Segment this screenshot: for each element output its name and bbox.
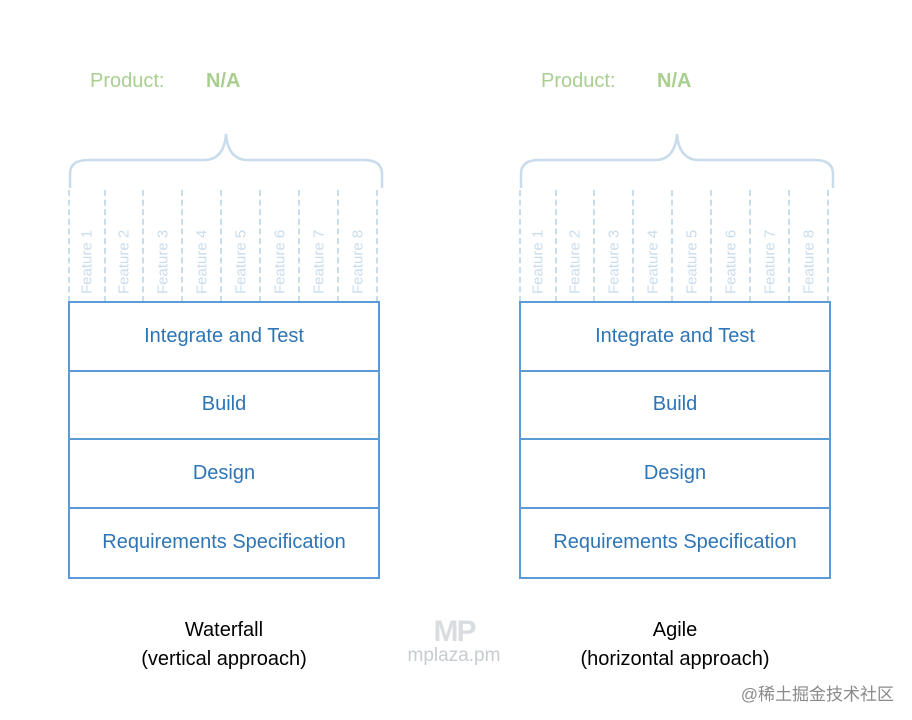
- feature-label: Feature 8: [349, 229, 367, 294]
- logo-mark: MP: [433, 615, 477, 648]
- feature-label: Feature 7: [761, 229, 779, 294]
- caption-title: Agile: [652, 619, 698, 641]
- feature-column: Feature 2: [106, 190, 144, 302]
- stage-integrate-and-test: Integrate and Test: [521, 303, 829, 372]
- product-label: Product:: [90, 70, 165, 92]
- feature-label: Feature 1: [529, 229, 547, 294]
- caption-subtitle: (horizontal approach): [580, 648, 770, 670]
- feature-label: Feature 6: [271, 229, 289, 294]
- feature-label: Feature 8: [800, 229, 818, 294]
- feature-label: Feature 6: [722, 229, 740, 294]
- feature-column: Feature 6: [262, 190, 300, 302]
- panel-caption: Agile (horizontal approach): [509, 616, 841, 674]
- mplaza-logo: MP mplaza.pm: [394, 615, 514, 667]
- product-line: Product: N/A: [541, 70, 691, 93]
- stage-build: Build: [521, 372, 829, 440]
- curly-brace: [519, 133, 835, 188]
- feature-column: Feature 6: [713, 190, 751, 302]
- feature-label: Feature 3: [154, 229, 172, 294]
- curly-brace: [68, 133, 384, 188]
- stage-stack: Integrate and Test Build Design Requirem…: [68, 301, 380, 579]
- agile-panel: Product: N/A Feature 1 Feature 2 Feature…: [509, 0, 839, 720]
- stage-design: Design: [521, 440, 829, 509]
- feature-column: Feature 2: [557, 190, 595, 302]
- feature-column: Feature 3: [596, 190, 634, 302]
- stage-stack: Integrate and Test Build Design Requirem…: [519, 301, 831, 579]
- caption-title: Waterfall: [184, 619, 264, 641]
- feature-column: Feature 8: [340, 190, 378, 302]
- feature-label: Feature 5: [232, 229, 250, 294]
- feature-column: Feature 5: [223, 190, 261, 302]
- caption-subtitle: (vertical approach): [141, 648, 307, 670]
- feature-column: Feature 1: [519, 190, 557, 302]
- feature-column: Feature 3: [145, 190, 183, 302]
- watermark: @稀土掘金技术社区: [740, 685, 894, 704]
- feature-column: Feature 4: [635, 190, 673, 302]
- feature-column: Feature 7: [301, 190, 339, 302]
- product-value: N/A: [206, 70, 241, 92]
- panel-caption: Waterfall (vertical approach): [58, 616, 390, 674]
- stage-requirements-specification: Requirements Specification: [553, 531, 797, 554]
- feature-label: Feature 4: [193, 229, 211, 294]
- feature-label: Feature 2: [566, 229, 584, 294]
- feature-label: Feature 5: [683, 229, 701, 294]
- logo-text: mplaza.pm: [407, 645, 501, 666]
- product-value: N/A: [657, 70, 692, 92]
- feature-column: Feature 5: [674, 190, 712, 302]
- feature-column: Feature 8: [791, 190, 829, 302]
- stage-build: Build: [70, 372, 378, 440]
- feature-label: Feature 1: [78, 229, 96, 294]
- feature-label: Feature 3: [605, 229, 623, 294]
- features-group: Feature 1 Feature 2 Feature 3 Feature 4 …: [68, 190, 380, 302]
- product-label: Product:: [541, 70, 616, 92]
- feature-column: Feature 1: [68, 190, 106, 302]
- stage-integrate-and-test: Integrate and Test: [70, 303, 378, 372]
- feature-label: Feature 2: [115, 229, 133, 294]
- waterfall-panel: Product: N/A Feature 1 Feature 2 Feature…: [58, 0, 388, 720]
- feature-column: Feature 7: [752, 190, 790, 302]
- product-line: Product: N/A: [90, 70, 240, 93]
- stage-requirements-specification: Requirements Specification: [102, 531, 346, 554]
- features-group: Feature 1 Feature 2 Feature 3 Feature 4 …: [519, 190, 831, 302]
- stage-design: Design: [70, 440, 378, 509]
- feature-label: Feature 4: [644, 229, 662, 294]
- feature-column: Feature 4: [184, 190, 222, 302]
- feature-label: Feature 7: [310, 229, 328, 294]
